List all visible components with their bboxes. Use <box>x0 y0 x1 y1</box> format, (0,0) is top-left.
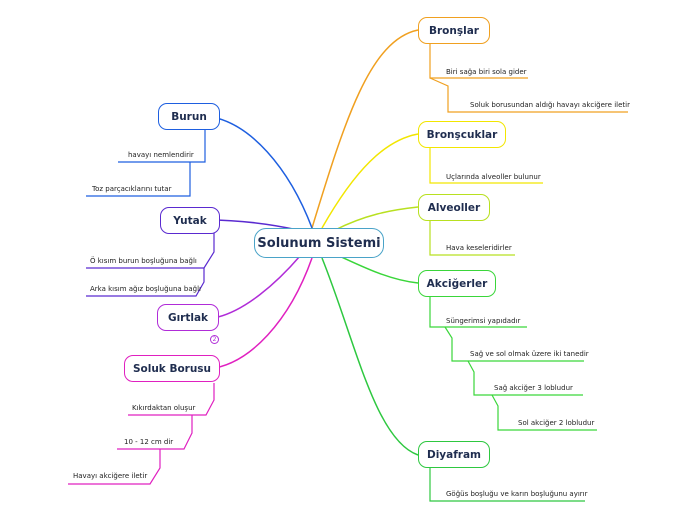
topic-label: Bronşcuklar <box>426 128 498 141</box>
collapsed-count-badge[interactable]: 2 <box>210 335 219 344</box>
leaf-soluk-borusu-3[interactable]: Havayı akciğere iletir <box>73 472 148 480</box>
topic-label: Burun <box>171 110 207 123</box>
topic-alveoller[interactable]: Alveoller <box>418 194 490 221</box>
link-alveoller <box>334 206 419 231</box>
topic-soluk-borusu[interactable]: Soluk Borusu <box>124 355 220 382</box>
leaf-burun-1[interactable]: havayı nemlendirir <box>128 151 194 159</box>
link-girtlak <box>217 255 301 318</box>
leaf-soluk-borusu-2[interactable]: 10 - 12 cm dir <box>124 438 174 446</box>
leaf-akcigerler-3[interactable]: Sağ akciğer 3 lobludur <box>494 384 573 392</box>
topic-akcigerler[interactable]: Akciğerler <box>418 270 496 297</box>
topic-yutak[interactable]: Yutak <box>160 207 220 234</box>
topic-diyafram[interactable]: Diyafram <box>418 441 490 468</box>
topic-label: Soluk Borusu <box>132 362 212 375</box>
link-soluk-borusu <box>207 257 313 370</box>
topic-burun[interactable]: Burun <box>158 103 220 130</box>
central-topic-label: Solunum Sistemi <box>257 235 381 251</box>
topic-label: Alveoller <box>427 201 481 214</box>
leaf-alveoller-1[interactable]: Hava keseleridirler <box>446 244 512 252</box>
leaf-bronslar-2[interactable]: Soluk borusundan aldığı havayı akciğere … <box>470 101 630 109</box>
topic-bronslar[interactable]: Bronşlar <box>418 17 490 44</box>
leaf-akcigerler-1[interactable]: Süngerimsi yapıdadır <box>446 317 521 325</box>
topic-label: Bronşlar <box>429 24 479 37</box>
link-bronscuklar <box>321 133 419 229</box>
topic-label: Gırtlak <box>167 311 209 324</box>
central-topic[interactable]: Solunum Sistemi <box>254 228 384 258</box>
link-bronslar <box>311 29 419 229</box>
topic-bronscuklar[interactable]: Bronşcuklar <box>418 121 506 148</box>
leaf-diyafram-1[interactable]: Göğüs boşluğu ve karın boşluğunu ayırır <box>446 490 588 498</box>
leaf-yutak-2[interactable]: Arka kısım ağız boşluğuna bağlı <box>90 285 201 293</box>
link-diyafram <box>321 257 419 456</box>
leaf-bronslar-1[interactable]: Biri sağa biri sola gider <box>446 68 527 76</box>
topic-label: Akciğerler <box>426 277 488 290</box>
leaf-akcigerler-4[interactable]: Sol akciğer 2 lobludur <box>518 419 595 427</box>
leaf-bronscuklar-1[interactable]: Uçlarında alveoller bulunur <box>446 173 541 181</box>
link-akcigerler <box>334 253 419 284</box>
leaf-akcigerler-2[interactable]: Sağ ve sol olmak üzere iki tanedir <box>470 350 589 358</box>
leaf-yutak-1[interactable]: Ö kısım burun boşluğuna bağlı <box>90 257 197 265</box>
leaf-soluk-borusu-1[interactable]: Kıkırdaktan oluşur <box>132 404 196 412</box>
link-burun <box>204 115 313 229</box>
topic-label: Yutak <box>173 214 207 227</box>
topic-label: Diyafram <box>426 448 482 461</box>
leaf-burun-2[interactable]: Toz parçacıklarını tutar <box>92 185 172 193</box>
topic-girtlak[interactable]: Gırtlak <box>157 304 219 331</box>
